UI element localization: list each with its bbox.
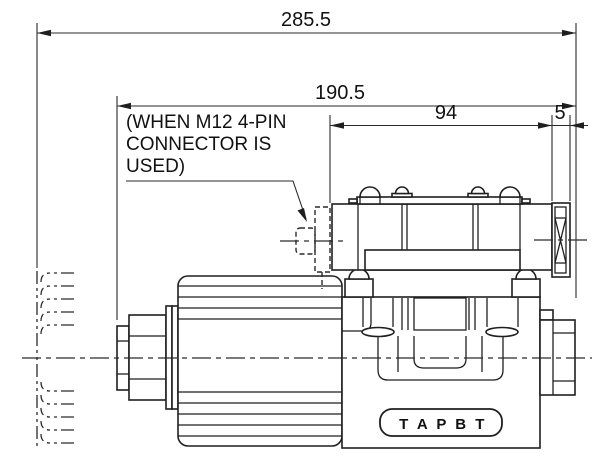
mounting-bolt-right (511, 268, 541, 298)
terminal-box (331, 186, 553, 271)
cover-screw-small-left (391, 186, 413, 198)
tube-nut-left (361, 326, 395, 338)
dimension-arrow (37, 29, 51, 37)
dimension-arrow (538, 122, 552, 129)
connector-note: (WHEN M12 4-PIN CONNECTOR IS USED) (126, 112, 307, 222)
dimension-upper-section: 94 (329, 102, 552, 203)
dimension-end-plate: 5 (551, 102, 588, 201)
connector-note-line1: (WHEN M12 4-PIN (126, 112, 286, 133)
port-label-text: T A P B T (399, 416, 487, 433)
dimension-arrow (570, 122, 584, 129)
port-label-plate: T A P B T (379, 408, 503, 437)
terminal-box-lid (356, 196, 523, 205)
cover-screw-large-left (359, 186, 381, 204)
tube-nut-right (485, 326, 519, 338)
dimension-overall: 285.5 (36, 9, 577, 298)
connector-note-line2: CONNECTOR IS (126, 134, 271, 155)
solenoid-coil (177, 275, 343, 447)
dimension-arrow (330, 122, 344, 129)
dimension-arrow (562, 102, 576, 110)
connector-note-line3: USED) (126, 156, 185, 177)
cover-screw-large-right (499, 186, 521, 204)
dim-end-plate-value: 5 (554, 102, 565, 124)
mounting-bolt-left (344, 268, 374, 298)
dimension-arrow (562, 29, 576, 37)
dim-overall-value: 285.5 (281, 9, 331, 31)
dim-valve-length-value: 190.5 (315, 82, 365, 104)
port-boss-step (539, 309, 554, 321)
dim-upper-section-value: 94 (435, 102, 457, 124)
dimension-arrow (117, 102, 131, 110)
centerlines (22, 239, 592, 359)
leader-arrow (297, 208, 307, 222)
dimension-valve-length: 190.5 (116, 82, 576, 320)
cover-screw-small-right (467, 186, 489, 198)
